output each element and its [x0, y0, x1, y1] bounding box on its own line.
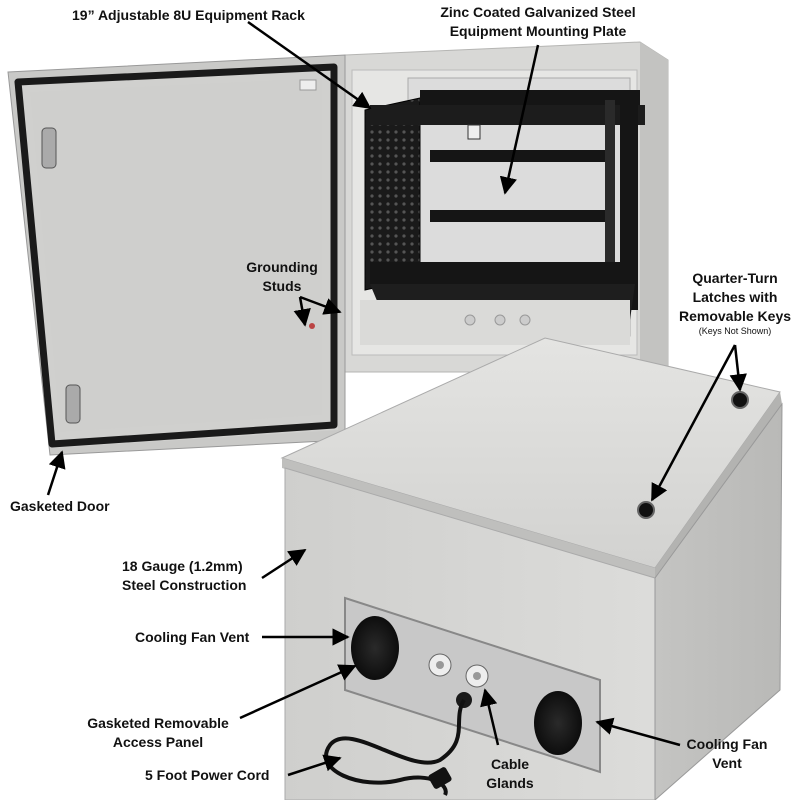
gasketed-door [7, 54, 346, 456]
label-power-cord: 5 Foot Power Cord [145, 767, 270, 783]
arrow-grounding-2 [293, 296, 311, 327]
label-equipment-rack: 19” Adjustable 8U Equipment Rack [72, 7, 305, 23]
label-gauge-line1: 18 Gauge (1.2mm) [122, 558, 243, 574]
label-gauge-line2: Steel Construction [122, 577, 247, 593]
callout-arrows [46, 20, 747, 777]
power-plug [428, 767, 452, 789]
arrow-plate [499, 44, 540, 195]
label-grounding-studs: Grounding Studs [232, 258, 332, 296]
label-latches-note: (Keys Not Shown) [698, 326, 772, 336]
label-fan-right-line1: Cooling Fan [686, 736, 768, 752]
label-cooling-fan-vent-right: Cooling Fan Vent [672, 735, 782, 773]
quarter-turn-latch-2 [637, 501, 655, 519]
label-cooling-fan-vent-left: Cooling Fan Vent [135, 629, 250, 645]
arrow-door [46, 450, 66, 496]
label-gasketed-door: Gasketed Door [10, 498, 110, 514]
label-cable-line1: Cable [490, 756, 530, 772]
arrow-grounding-1 [299, 295, 342, 315]
arrow-cord [287, 754, 342, 777]
label-grounding-line1: Grounding [246, 259, 318, 275]
arrow-glands [480, 688, 500, 746]
arrow-fan-right [595, 717, 681, 747]
door-latch-top [41, 127, 57, 169]
quarter-turn-latch-1 [731, 391, 749, 409]
arrow-rack [247, 20, 372, 110]
arrow-latch-1 [729, 344, 747, 392]
label-mounting-plate-line1: Zinc Coated Galvanized Steel [440, 4, 636, 20]
grounding-stud [309, 323, 315, 329]
cooling-fan-vent-left [351, 616, 399, 680]
label-mounting-plate: Zinc Coated Galvanized Steel Equipment M… [418, 3, 658, 41]
label-latches-line2: Latches with [692, 289, 778, 305]
label-access-panel: Gasketed Removable Access Panel [78, 714, 238, 752]
cabinet-right-side [640, 42, 668, 372]
open-enclosure [344, 41, 669, 373]
closed-enclosure [280, 337, 783, 800]
arrow-latch-2 [650, 344, 737, 502]
cooling-fan-vent-right [534, 691, 582, 755]
power-cord [324, 698, 466, 796]
label-latches-line3: Removable Keys [678, 308, 792, 324]
label-quarter-turn-latches: Quarter-Turn Latches with Removable Keys… [672, 269, 798, 337]
label-panel-line1: Gasketed Removable [87, 715, 229, 731]
enclosure-side [654, 402, 783, 800]
label-grounding-line2: Studs [262, 278, 302, 294]
label-steel-construction: 18 Gauge (1.2mm) Steel Construction [122, 557, 246, 595]
label-mounting-plate-line2: Equipment Mounting Plate [449, 23, 627, 39]
door-gasket [14, 63, 338, 448]
label-latches-line1: Quarter-Turn [692, 270, 778, 286]
arrow-gauge [261, 548, 307, 580]
label-cable-glands: Cable Glands [470, 755, 550, 793]
door-latch-bottom [65, 384, 81, 424]
arrow-panel [239, 664, 357, 720]
label-panel-line2: Access Panel [112, 734, 204, 750]
label-cable-line2: Glands [486, 775, 534, 791]
label-fan-right-line2: Vent [712, 755, 742, 771]
